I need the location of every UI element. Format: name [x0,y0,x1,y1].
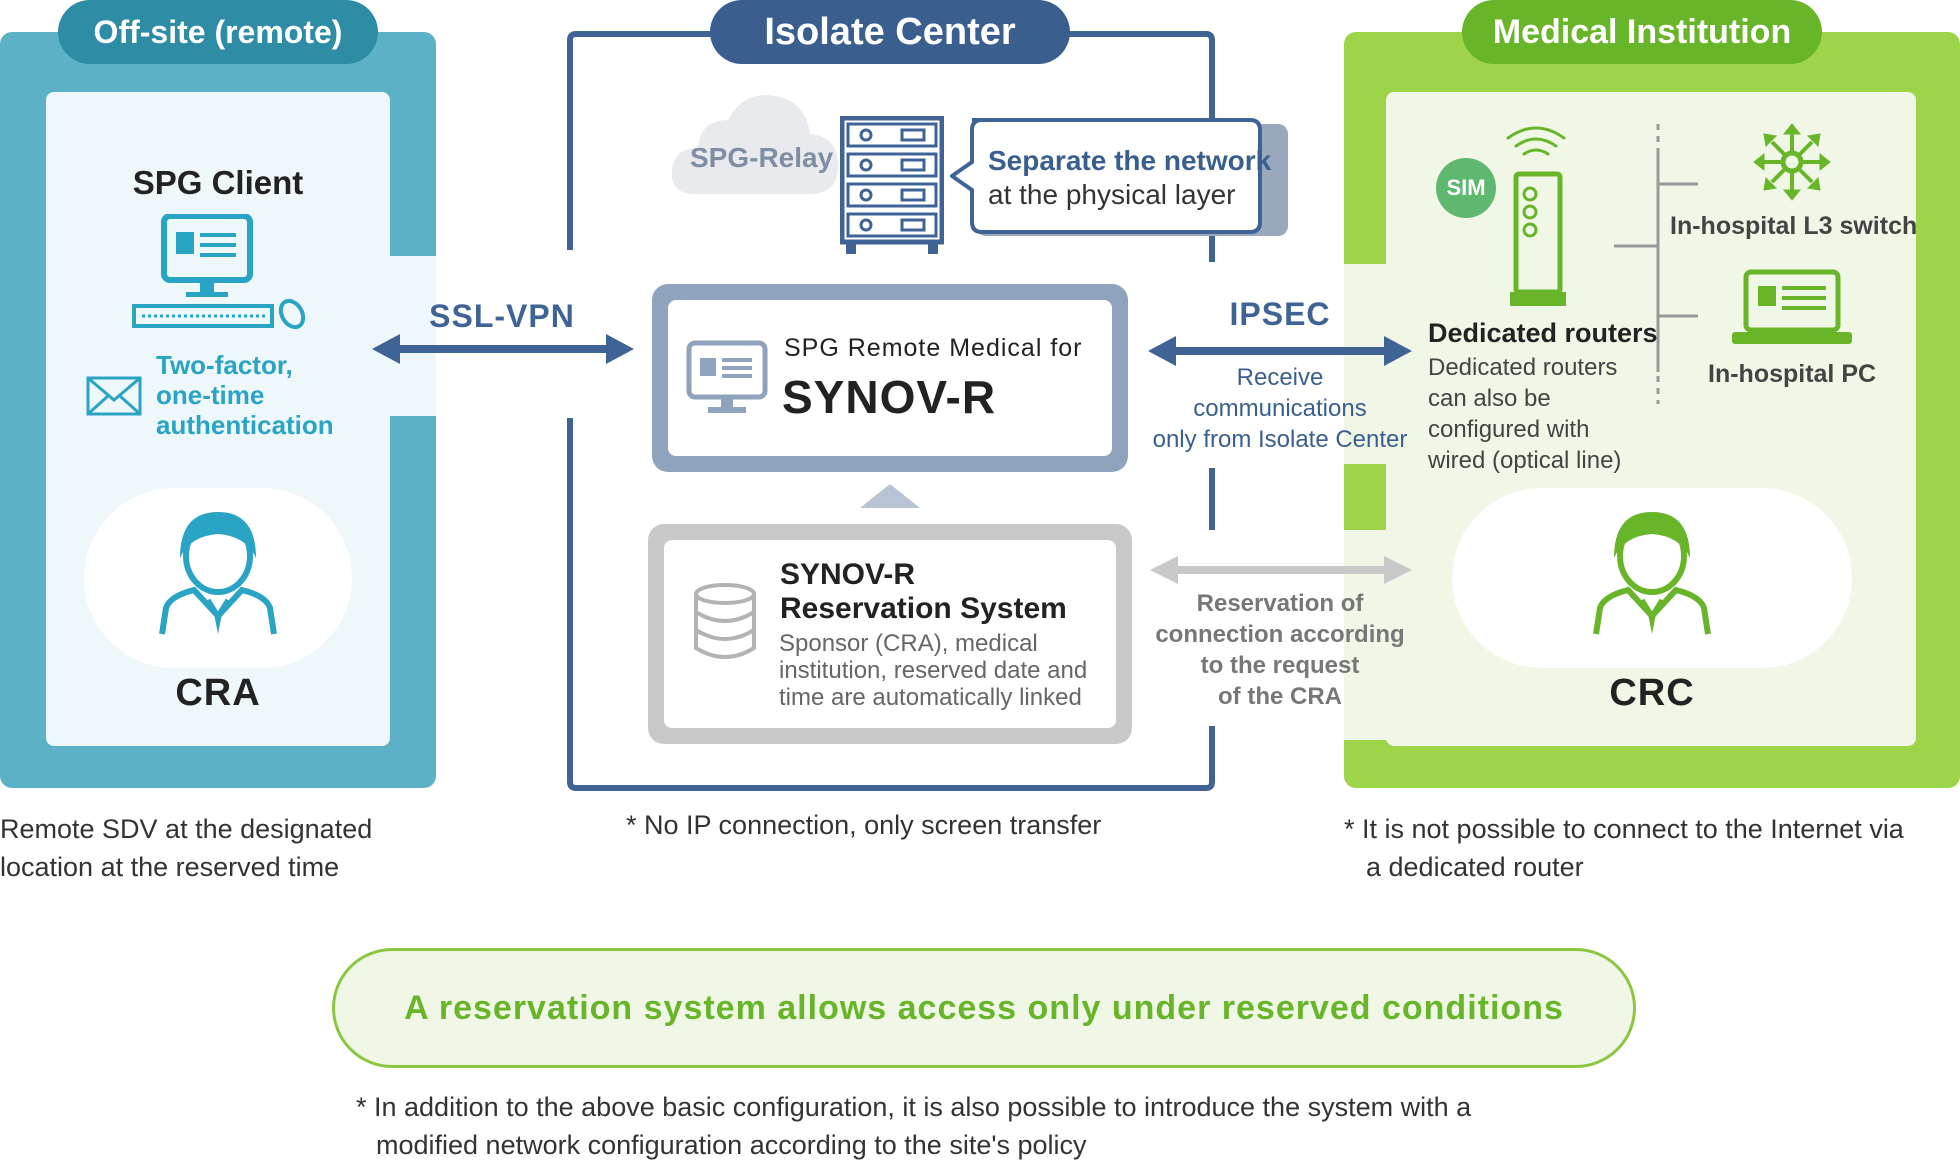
medical-title: Medical Institution [1462,0,1822,64]
reservation-banner: A reservation system allows access only … [332,948,1636,1068]
sim-badge: SIM [1436,158,1496,218]
callout-text: Separate the network at the physical lay… [988,145,1272,210]
reservation-box-inner [664,540,1116,728]
ipsec-note: Receive communications only from Isolate… [1152,364,1408,453]
reservation-link-arrow [1150,556,1412,584]
router-icon [1510,171,1566,306]
medical-panel-gap-top [1344,264,1390,464]
router-desc: Dedicated routers can also be configured… [1428,354,1622,474]
desktop-computer-icon [132,214,306,330]
in-hospital-pc-label: In-hospital PC [1708,360,1877,388]
l3-switch-icon [1753,123,1831,201]
spg-client-label: SPG Client [132,164,304,201]
callout-bubble [950,118,1288,236]
auth-text: Two-factor, one-time authentication [156,350,334,440]
reservation-link-note: Reservation of connection according to t… [1155,590,1405,710]
ipsec-arrow [1148,336,1412,366]
router-title: Dedicated routers [1428,318,1658,348]
wifi-icon [1506,126,1566,156]
envelope-icon [86,376,142,416]
database-icon [694,583,756,659]
monitor-icon [686,340,768,413]
cloud-icon [671,95,838,194]
synov-r-subtitle: SPG Remote Medical for [784,334,1083,362]
crc-label: CRC [1609,672,1695,714]
medical-panel-gap-bottom [1344,530,1390,740]
ssl-vpn-label: SSL-VPN [429,298,575,334]
footnote: * In addition to the above basic configu… [356,1092,1472,1160]
synov-r-title: SYNOV-R [782,371,997,423]
spg-relay-label: SPG-Relay [690,142,834,173]
up-arrow-icon [860,484,920,508]
offsite-caption: Remote SDV at the designated location at… [0,814,373,882]
offsite-title: Off-site (remote) [58,0,378,64]
l3-switch-label: In-hospital L3 switch [1670,212,1918,240]
banner-text: A reservation system allows access only … [404,988,1564,1027]
cra-label: CRA [175,672,261,714]
cra-person-icon [159,512,277,635]
crc-person-icon [1593,512,1711,635]
center-title: Isolate Center [710,0,1070,64]
ssl-vpn-arrow [372,334,634,364]
server-rack-icon [840,116,944,254]
center-caption: * No IP connection, only screen transfer [626,810,1102,840]
medical-caption: * It is not possible to connect to the I… [1344,814,1904,882]
reservation-title: SYNOV-R Reservation System [780,558,1067,625]
reservation-desc: Sponsor (CRA), medical institution, rese… [779,630,1088,711]
ipsec-label: IPSEC [1229,296,1331,332]
laptop-icon [1732,269,1852,344]
